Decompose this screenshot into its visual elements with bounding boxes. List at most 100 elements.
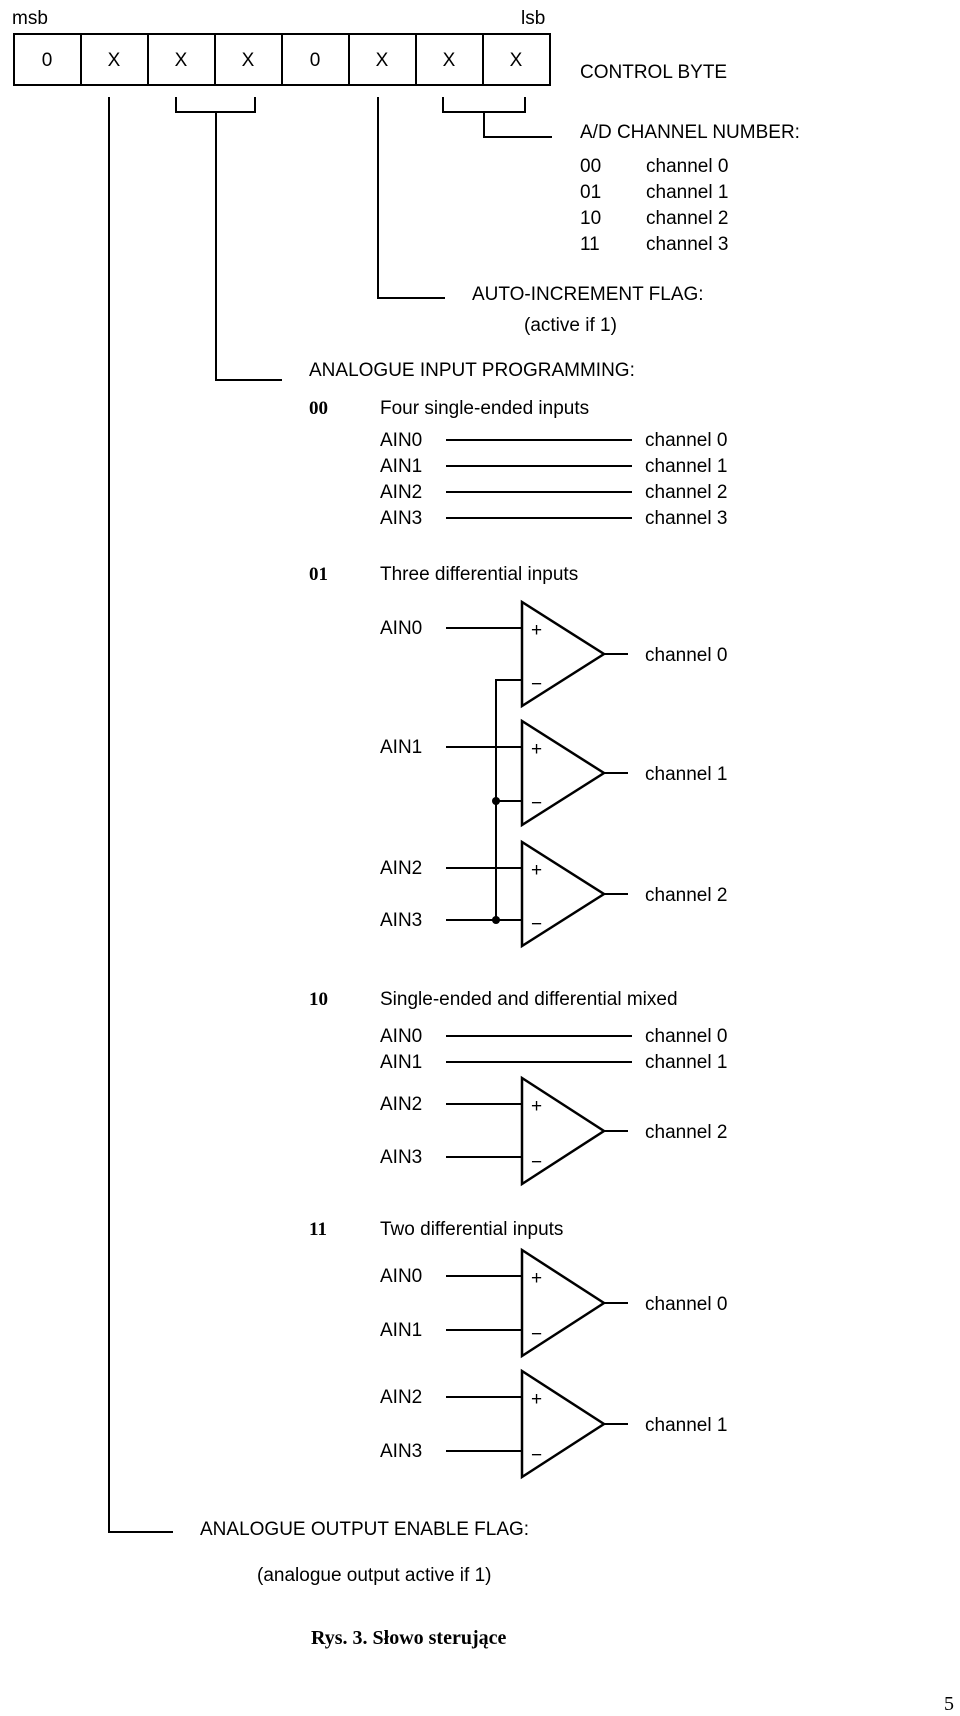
comparator-triangle xyxy=(520,1247,607,1359)
input-label: AIN3 xyxy=(380,508,422,529)
input-label: AIN0 xyxy=(380,430,422,451)
channel-label: channel 3 xyxy=(646,234,728,255)
output-label: channel 0 xyxy=(645,645,727,666)
input-label: AIN0 xyxy=(380,618,422,639)
comparator-triangle xyxy=(520,718,607,828)
channel-number-table: 00 channel 0 01 channel 1 10 channel 2 1… xyxy=(580,156,728,255)
output-label: channel 3 xyxy=(645,508,727,529)
input-label: AIN0 xyxy=(380,1266,422,1287)
channel-label: channel 1 xyxy=(646,182,728,203)
channel-number-connector xyxy=(442,97,552,138)
bit-value: X xyxy=(443,50,456,71)
minus-sign: − xyxy=(531,914,542,935)
msb-label: msb xyxy=(12,8,48,29)
bit-cell xyxy=(348,33,417,86)
auto-increment-title: AUTO-INCREMENT FLAG: xyxy=(472,284,704,305)
output-enable-note: (analogue output active if 1) xyxy=(257,1565,492,1586)
mode-title: Two differential inputs xyxy=(380,1219,563,1240)
plus-sign: + xyxy=(531,1389,542,1410)
input-label: AIN3 xyxy=(380,1441,422,1462)
bit-cell xyxy=(281,33,350,86)
input-label: AIN2 xyxy=(380,1094,422,1115)
mode-code: 10 xyxy=(309,989,328,1010)
output-label: channel 0 xyxy=(645,1294,727,1315)
bit-value: 0 xyxy=(310,50,321,71)
mode-00: 00 Four single-ended inputs AIN0 AIN1 AI… xyxy=(309,398,727,529)
plus-sign: + xyxy=(531,860,542,881)
comparator-triangle xyxy=(520,1368,607,1480)
channel-code: 01 xyxy=(580,182,601,203)
mode-code: 11 xyxy=(309,1219,327,1240)
minus-sign: − xyxy=(531,793,542,814)
input-label: AIN1 xyxy=(380,456,422,477)
input-label: AIN1 xyxy=(380,737,422,758)
bit-cell xyxy=(415,33,484,86)
bit-cell xyxy=(80,33,149,86)
comparator-triangle xyxy=(520,839,607,949)
mode-title: Single-ended and differential mixed xyxy=(380,989,678,1010)
output-enable-title: ANALOGUE OUTPUT ENABLE FLAG: xyxy=(200,1519,529,1540)
figure-caption: Rys. 3. Słowo sterujące xyxy=(311,1627,507,1649)
input-label: AIN2 xyxy=(380,482,422,503)
plus-sign: + xyxy=(531,1268,542,1289)
programming-connector xyxy=(175,97,282,381)
output-label: channel 1 xyxy=(645,1052,727,1073)
ain3-bus xyxy=(495,679,522,920)
plus-sign: + xyxy=(531,739,542,760)
bit-cell xyxy=(482,33,551,86)
control-byte-label: CONTROL BYTE xyxy=(580,62,727,83)
minus-sign: − xyxy=(531,1152,542,1173)
junction-dot xyxy=(492,797,500,805)
bit-value: X xyxy=(242,50,255,71)
mode-11: 11 Two differential inputs + − AIN0 AIN1… xyxy=(309,1219,727,1480)
auto-increment-connector xyxy=(377,97,445,299)
input-label: AIN3 xyxy=(380,1147,422,1168)
output-label: channel 1 xyxy=(645,456,727,477)
plus-sign: + xyxy=(531,1096,542,1117)
channel-label: channel 2 xyxy=(646,208,728,229)
output-label: channel 2 xyxy=(645,1122,727,1143)
input-label: AIN3 xyxy=(380,910,422,931)
input-label: AIN2 xyxy=(380,1387,422,1408)
channel-code: 00 xyxy=(580,156,601,177)
output-label: channel 2 xyxy=(645,885,727,906)
plus-sign: + xyxy=(531,620,542,641)
output-label: channel 0 xyxy=(645,1026,727,1047)
minus-sign: − xyxy=(531,1324,542,1345)
output-label: channel 0 xyxy=(645,430,727,451)
bit-value: X xyxy=(108,50,121,71)
mode-code: 00 xyxy=(309,398,328,419)
bit-value: X xyxy=(175,50,188,71)
mode-title: Four single-ended inputs xyxy=(380,398,589,419)
bit-cell xyxy=(13,33,82,86)
minus-sign: − xyxy=(531,1445,542,1466)
auto-increment-note: (active if 1) xyxy=(524,315,617,336)
input-label: AIN1 xyxy=(380,1320,422,1341)
junction-dot xyxy=(492,916,500,924)
input-label: AIN2 xyxy=(380,858,422,879)
bit-cell xyxy=(147,33,216,86)
channel-code: 10 xyxy=(580,208,601,229)
output-label: channel 1 xyxy=(645,764,727,785)
bit-value: 0 xyxy=(42,50,53,71)
bit-value: X xyxy=(510,50,523,71)
lsb-label: lsb xyxy=(521,8,545,29)
mode-code: 01 xyxy=(309,564,328,585)
output-enable-connector xyxy=(108,97,173,1533)
comparator-triangle xyxy=(520,599,607,709)
comparator-triangle xyxy=(520,1075,607,1187)
input-label: AIN1 xyxy=(380,1052,422,1073)
output-label: channel 2 xyxy=(645,482,727,503)
input-label: AIN0 xyxy=(380,1026,422,1047)
minus-sign: − xyxy=(531,674,542,695)
channel-label: channel 0 xyxy=(646,156,728,177)
mode-01: 01 Three differential inputs + − AIN0 ch… xyxy=(309,564,727,949)
control-byte-cells: 0 X X X 0 X X X xyxy=(13,33,551,86)
channel-number-title: A/D CHANNEL NUMBER: xyxy=(580,122,800,143)
mode-10: 10 Single-ended and differential mixed A… xyxy=(309,989,727,1187)
channel-code: 11 xyxy=(580,234,600,255)
mode-title: Three differential inputs xyxy=(380,564,578,585)
programming-title: ANALOGUE INPUT PROGRAMMING: xyxy=(309,360,635,381)
page-number: 5 xyxy=(944,1693,954,1715)
